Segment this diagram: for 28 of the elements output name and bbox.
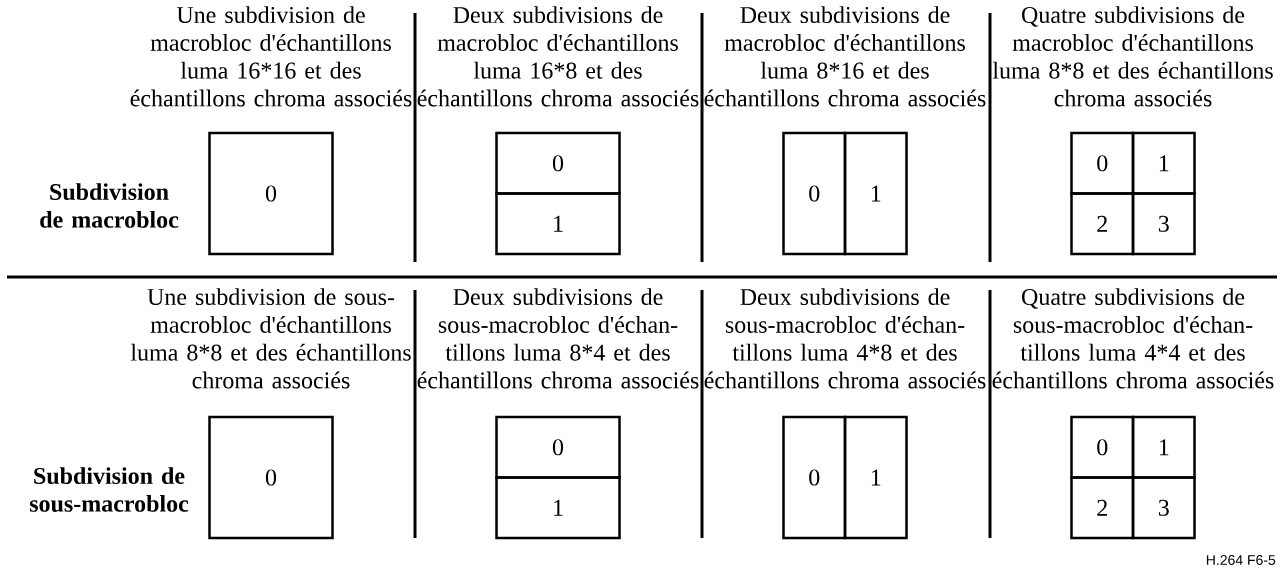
column-heading: Quatre subdivisions de sous-macrobloc d'échan-tillons luma 4*4 et des échantillons chroma associés [992,288,1274,389]
partition-cell: 0 [208,415,334,540]
partition-cell: 1 [1131,415,1196,479]
figure-number: H.264 F6-5 [1206,555,1276,565]
column-heading: Deux subdivisions de sous-macrobloc d'échan-tillons luma 4*8 et des échantillons chroma associés [704,288,986,389]
partition-cell: 0 [1070,131,1135,195]
partition-cell: 2 [1070,476,1135,540]
column-heading: Deux subdivisions de macrobloc d'échantillons luma 8*16 et des échantillons chroma associés [704,6,986,107]
column-heading: Une subdivision de macrobloc d'échantillons luma 16*16 et des échantillons chroma associés [130,6,412,107]
row-heading: Subdivision de macrobloc [40,183,179,228]
partition-cell: 0 [782,131,847,256]
partition-cell: 0 [782,415,847,540]
partition-cell: 1 [495,476,621,540]
partition-cell: 3 [1131,192,1196,256]
column-heading: Quatre subdivisions de macrobloc d'échantillons luma 8*8 et des échantillons chroma associés [992,6,1273,107]
partition-cell: 1 [843,131,908,256]
partition-cell: 3 [1131,476,1196,540]
partition-cell: 1 [1131,131,1196,195]
partition-cell: 1 [843,415,908,540]
partition-cell: 0 [208,131,334,256]
column-heading: Deux subdivisions de sous-macrobloc d'échan-tillons luma 8*4 et des échantillons chroma associés [417,288,699,389]
partition-cell: 2 [1070,192,1135,256]
column-heading: Une subdivision de sous-macrobloc d'échantillons luma 8*8 et des échantillons chroma associés [130,288,411,389]
column-heading: Deux subdivisions de macrobloc d'échantillons luma 16*8 et des échantillons chroma associés [417,6,699,107]
partition-cell: 0 [495,415,621,479]
partition-cell: 0 [495,131,621,195]
partition-cell: 1 [495,192,621,256]
partition-cell: 0 [1070,415,1135,479]
